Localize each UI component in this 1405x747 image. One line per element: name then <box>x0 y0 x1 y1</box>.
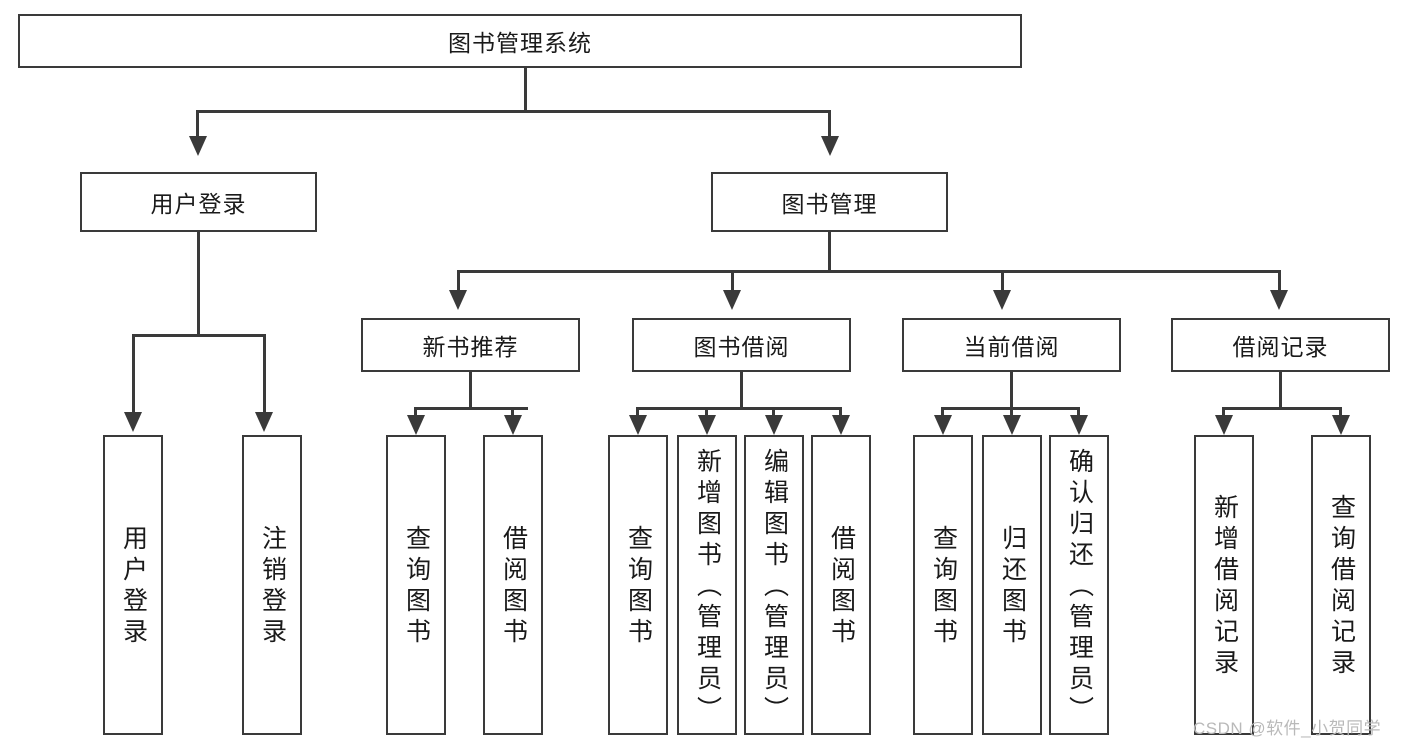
connector-book-management-bus <box>457 270 1281 273</box>
arrow-to-book-management <box>821 136 839 156</box>
connector-root-bus <box>196 110 830 113</box>
arrow-to-leaf-return-book <box>1003 415 1021 435</box>
node-book-borrow-label: 图书借阅 <box>693 334 790 360</box>
node-book-management-label: 图书管理 <box>781 191 878 217</box>
leaf-add-book[interactable]: 新增图书（管理员） <box>677 435 737 735</box>
watermark: CSDN @软件_小贺同学 <box>1193 719 1382 738</box>
connector-cb-drop-1 <box>941 407 944 417</box>
leaf-borrow-book-1-label: 借阅图书 <box>499 525 528 649</box>
connector-root-stem <box>524 68 527 112</box>
node-current-borrow[interactable]: 当前借阅 <box>902 318 1121 372</box>
leaf-user-login-label: 用户登录 <box>119 525 148 649</box>
connector-bm-drop-2 <box>731 270 734 292</box>
connector-bb-stem <box>740 372 743 409</box>
connector-br-drop-2 <box>1339 407 1342 417</box>
connector-cb-drop-2 <box>1010 407 1013 417</box>
node-borrow-record[interactable]: 借阅记录 <box>1171 318 1390 372</box>
leaf-borrow-book-1[interactable]: 借阅图书 <box>483 435 543 735</box>
connector-nbr-bus <box>414 407 528 410</box>
connector-bb-drop-1 <box>636 407 639 417</box>
connector-root-drop-right <box>828 110 831 138</box>
node-book-management[interactable]: 图书管理 <box>711 172 948 232</box>
connector-cb-drop-3 <box>1077 407 1080 417</box>
leaf-edit-book[interactable]: 编辑图书（管理员） <box>744 435 804 735</box>
connector-nbr-drop-1 <box>414 407 417 417</box>
leaf-user-login[interactable]: 用户登录 <box>103 435 163 735</box>
connector-bb-drop-3 <box>772 407 775 417</box>
leaf-query-record[interactable]: 查询借阅记录 <box>1311 435 1371 735</box>
leaf-confirm-return[interactable]: 确认归还（管理员） <box>1049 435 1109 735</box>
node-current-borrow-label: 当前借阅 <box>963 334 1060 360</box>
leaf-return-book-label: 归还图书 <box>998 525 1027 649</box>
leaf-add-record[interactable]: 新增借阅记录 <box>1194 435 1254 735</box>
arrow-to-book-borrow <box>723 290 741 310</box>
connector-br-drop-1 <box>1222 407 1225 417</box>
leaf-add-record-label: 新增借阅记录 <box>1210 494 1239 680</box>
connector-bb-drop-4 <box>839 407 842 417</box>
leaf-query-book-2[interactable]: 查询图书 <box>608 435 668 735</box>
leaf-confirm-return-label: 确认归还（管理员） <box>1065 447 1094 727</box>
arrow-to-leaf-user-login <box>124 412 142 432</box>
node-root[interactable]: 图书管理系统 <box>18 14 1022 68</box>
arrow-to-current-borrow <box>993 290 1011 310</box>
connector-user-login-bus <box>132 334 266 337</box>
leaf-return-book[interactable]: 归还图书 <box>982 435 1042 735</box>
connector-user-login-stem <box>197 232 200 336</box>
leaf-query-book-3-label: 查询图书 <box>929 525 958 649</box>
connector-book-management-stem <box>828 232 831 272</box>
connector-bm-drop-4 <box>1278 270 1281 292</box>
arrow-to-borrow-record <box>1270 290 1288 310</box>
arrow-to-leaf-logout <box>255 412 273 432</box>
node-book-borrow[interactable]: 图书借阅 <box>632 318 851 372</box>
node-root-label: 图书管理系统 <box>448 30 592 56</box>
arrow-to-user-login <box>189 136 207 156</box>
arrow-to-leaf-confirm-return <box>1070 415 1088 435</box>
connector-user-login-drop-1 <box>132 334 135 414</box>
leaf-query-book-3[interactable]: 查询图书 <box>913 435 973 735</box>
leaf-logout[interactable]: 注销登录 <box>242 435 302 735</box>
connector-bm-drop-3 <box>1001 270 1004 292</box>
arrow-to-leaf-borrow-book-1 <box>504 415 522 435</box>
leaf-add-book-label: 新增图书（管理员） <box>693 447 722 727</box>
node-user-login[interactable]: 用户登录 <box>80 172 317 232</box>
arrow-to-leaf-borrow-book-2 <box>832 415 850 435</box>
leaf-logout-label: 注销登录 <box>258 525 287 649</box>
connector-user-login-drop-2 <box>263 334 266 414</box>
arrow-to-leaf-edit-book <box>765 415 783 435</box>
arrow-to-leaf-query-book-2 <box>629 415 647 435</box>
node-new-book-recommend-label: 新书推荐 <box>422 334 519 360</box>
connector-bb-drop-2 <box>705 407 708 417</box>
node-new-book-recommend[interactable]: 新书推荐 <box>361 318 580 372</box>
leaf-edit-book-label: 编辑图书（管理员） <box>760 447 789 727</box>
connector-nbr-stem <box>469 372 472 409</box>
leaf-borrow-book-2-label: 借阅图书 <box>827 525 856 649</box>
arrow-to-leaf-query-record <box>1332 415 1350 435</box>
leaf-query-record-label: 查询借阅记录 <box>1327 494 1356 680</box>
leaf-borrow-book-2[interactable]: 借阅图书 <box>811 435 871 735</box>
connector-root-drop-left <box>196 110 199 138</box>
leaf-query-book-1-label: 查询图书 <box>402 525 431 649</box>
connector-cb-stem <box>1010 372 1013 409</box>
connector-nbr-drop-2 <box>511 407 514 417</box>
connector-br-stem <box>1279 372 1282 409</box>
arrow-to-leaf-query-book-3 <box>934 415 952 435</box>
leaf-query-book-1[interactable]: 查询图书 <box>386 435 446 735</box>
arrow-to-leaf-query-book-1 <box>407 415 425 435</box>
arrow-to-leaf-add-book <box>698 415 716 435</box>
arrow-to-new-book-recommend <box>449 290 467 310</box>
connector-br-bus <box>1222 407 1341 410</box>
node-borrow-record-label: 借阅记录 <box>1232 334 1329 360</box>
connector-bm-drop-1 <box>457 270 460 292</box>
connector-bb-bus <box>636 407 839 410</box>
node-user-login-label: 用户登录 <box>150 191 247 217</box>
leaf-query-book-2-label: 查询图书 <box>624 525 653 649</box>
arrow-to-leaf-add-record <box>1215 415 1233 435</box>
